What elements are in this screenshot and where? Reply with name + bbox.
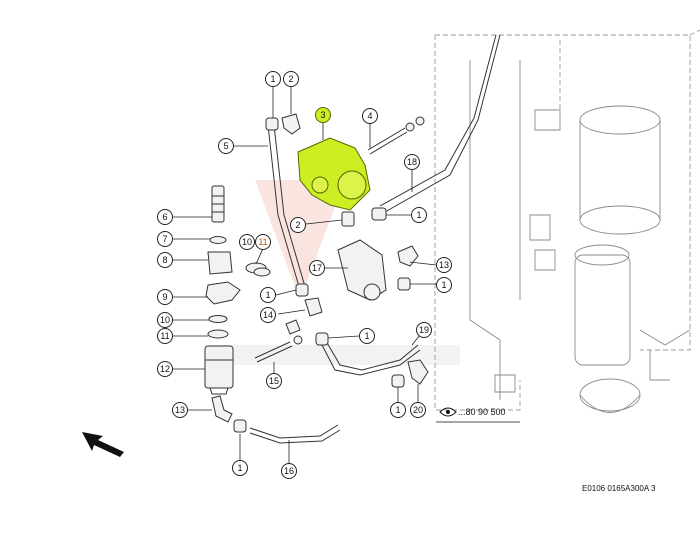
part-1-nut-right-2[interactable] <box>397 277 411 291</box>
reference-label: ...80 90 500 <box>458 407 506 417</box>
part-13-elbow-bottom[interactable] <box>211 395 233 423</box>
callout-10-left[interactable]: 10 <box>157 312 173 328</box>
svg-text:2: 2 <box>295 220 300 230</box>
part-15-bolt[interactable] <box>254 335 303 363</box>
svg-text:3: 3 <box>320 110 325 120</box>
svg-text:15: 15 <box>269 376 279 386</box>
svg-text:1: 1 <box>237 463 242 473</box>
callout-1-lower[interactable]: 1 <box>359 328 375 344</box>
svg-text:1: 1 <box>364 331 369 341</box>
callout-8[interactable]: 8 <box>157 252 173 268</box>
callout-16[interactable]: 16 <box>281 463 297 479</box>
part-13-elbow-right[interactable] <box>397 245 419 267</box>
svg-text:17: 17 <box>312 263 322 273</box>
part-11-ring[interactable] <box>207 329 229 339</box>
part-4-bolt[interactable] <box>367 116 425 155</box>
callout-10-mid[interactable]: 10 <box>239 234 255 250</box>
part-6-fitting[interactable] <box>211 185 225 223</box>
svg-text:19: 19 <box>419 325 429 335</box>
callout-11-mid[interactable]: 11 <box>255 234 271 250</box>
part-20-elbow[interactable] <box>407 359 429 385</box>
part-10-11-rings-mid[interactable] <box>245 262 271 277</box>
callout-2-mid[interactable]: 2 <box>290 217 306 233</box>
part-14-fittings[interactable] <box>285 297 323 335</box>
callout-1-bottom[interactable]: 1 <box>232 460 248 476</box>
svg-text:10: 10 <box>242 237 252 247</box>
callout-1-top[interactable]: 1 <box>265 71 281 87</box>
svg-text:2: 2 <box>288 74 293 84</box>
callout-2-top[interactable]: 2 <box>283 71 299 87</box>
callout-12[interactable]: 12 <box>157 361 173 377</box>
callout-1-mid[interactable]: 1 <box>260 287 276 303</box>
part-7-ring[interactable] <box>209 236 227 244</box>
callout-18[interactable]: 18 <box>404 154 420 170</box>
callout-1-right[interactable]: 1 <box>411 207 427 223</box>
svg-text:7: 7 <box>162 234 167 244</box>
part-17-valve[interactable] <box>337 239 387 301</box>
svg-text:13: 13 <box>175 405 185 415</box>
part-10-ring[interactable] <box>208 315 228 323</box>
part-9-tee[interactable] <box>205 281 241 305</box>
callout-20[interactable]: 20 <box>410 402 426 418</box>
svg-text:6: 6 <box>162 212 167 222</box>
callout-17[interactable]: 17 <box>309 260 325 276</box>
svg-text:12: 12 <box>160 364 170 374</box>
callout-13-left[interactable]: 13 <box>172 402 188 418</box>
callout-7[interactable]: 7 <box>157 231 173 247</box>
callout-6[interactable]: 6 <box>157 209 173 225</box>
svg-text:8: 8 <box>162 255 167 265</box>
part-1-nut-mid[interactable] <box>295 283 309 297</box>
callout-9[interactable]: 9 <box>157 289 173 305</box>
svg-text:13: 13 <box>439 260 449 270</box>
svg-text:11: 11 <box>258 237 267 247</box>
callout-13-right[interactable]: 13 <box>436 257 452 273</box>
svg-text:14: 14 <box>263 310 273 320</box>
part-1-nut-right[interactable] <box>371 207 387 221</box>
part-1-nut-20[interactable] <box>391 374 405 388</box>
hoses <box>249 34 501 444</box>
svg-text:11: 11 <box>160 331 169 341</box>
part-1-nut-top[interactable] <box>265 117 279 131</box>
callout-15[interactable]: 15 <box>266 373 282 389</box>
svg-text:1: 1 <box>270 74 275 84</box>
machine-frame <box>434 29 700 413</box>
svg-text:1: 1 <box>265 290 270 300</box>
part-1-nut-19[interactable] <box>315 332 329 346</box>
callout-19[interactable]: 19 <box>416 322 432 338</box>
leader-lines <box>173 87 437 463</box>
svg-text:1: 1 <box>416 210 421 220</box>
callout-5[interactable]: 5 <box>218 138 234 154</box>
svg-text:9: 9 <box>162 292 167 302</box>
svg-text:1: 1 <box>395 405 400 415</box>
part-1-nut-bottom[interactable] <box>233 419 247 433</box>
callout-1-right-2[interactable]: 1 <box>436 277 452 293</box>
reference-link[interactable]: ...80 90 500 <box>436 407 520 423</box>
svg-text:10: 10 <box>160 315 170 325</box>
callout-3[interactable]: 3 <box>315 107 331 123</box>
callout-11-left[interactable]: 11 <box>157 328 173 344</box>
part-8-nut[interactable] <box>207 251 233 275</box>
svg-text:1: 1 <box>441 280 446 290</box>
svg-text:18: 18 <box>407 157 417 167</box>
callout-4[interactable]: 4 <box>362 108 378 124</box>
svg-text:20: 20 <box>413 405 423 415</box>
part-2-fitting-mid[interactable] <box>341 211 355 227</box>
svg-text:16: 16 <box>284 466 294 476</box>
callout-1-20[interactable]: 1 <box>390 402 406 418</box>
svg-text:5: 5 <box>223 141 228 151</box>
callout-14[interactable]: 14 <box>260 307 276 323</box>
svg-text:4: 4 <box>367 111 372 121</box>
part-3-valve[interactable] <box>297 137 371 211</box>
direction-arrow-icon <box>82 432 124 457</box>
callouts: 1 2 3 4 5 18 6 7 8 9 10 11 12 13 1 16 2 … <box>157 71 452 479</box>
part-12-valve-body[interactable] <box>204 345 234 395</box>
part-2-elbow-top[interactable] <box>281 113 301 135</box>
drawing-code: E0106 0165A300A 3 <box>582 484 656 493</box>
